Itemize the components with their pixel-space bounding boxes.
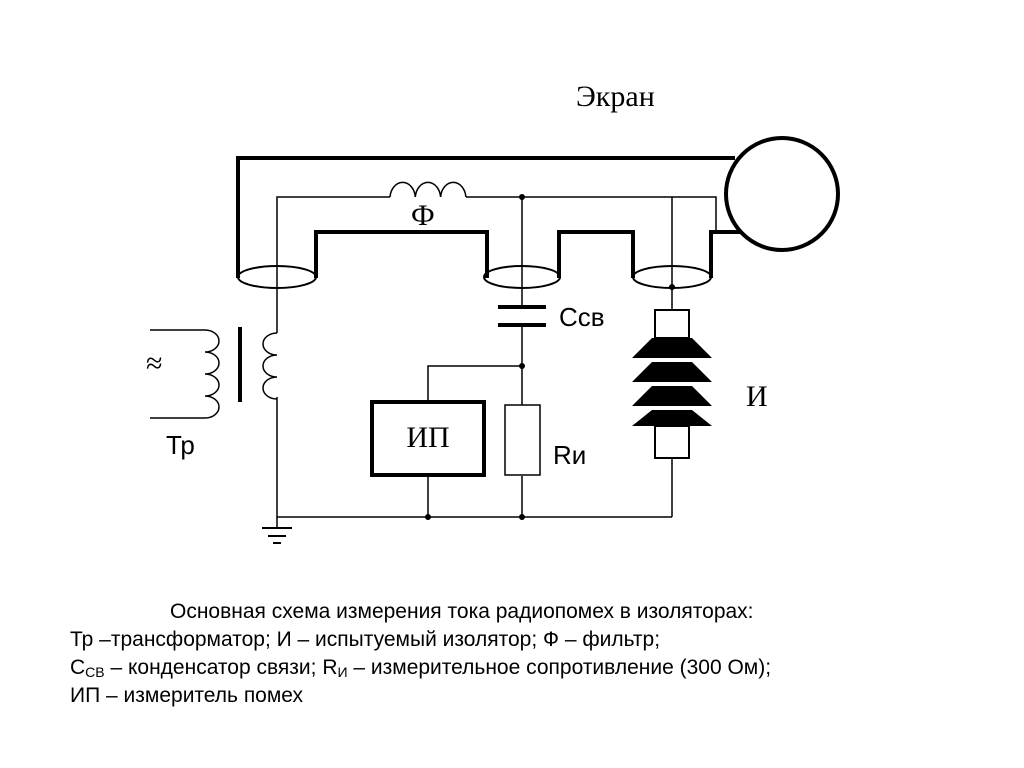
transformer <box>150 327 278 419</box>
insulator-label: И <box>746 380 768 413</box>
coupling-capacitor <box>498 305 546 327</box>
caption-line-4: ИП – измеритель помех <box>70 684 304 707</box>
screen-label: Экран <box>576 80 655 113</box>
caption-line-3: ССВ – конденсатор связи; RИ – измеритель… <box>70 656 772 680</box>
filter-inductor <box>389 181 467 198</box>
meter-box <box>370 400 486 477</box>
filter-label: Ф <box>411 199 435 232</box>
resistor-label: Rи <box>553 440 586 470</box>
screen-shield <box>236 156 740 278</box>
caption-line-2: Тр –трансформатор; И – испытуемый изолят… <box>70 628 661 651</box>
junction-dots <box>425 194 675 520</box>
resistor <box>504 404 541 476</box>
screen-circle <box>724 136 840 252</box>
meter-label: ИП <box>406 421 449 454</box>
ground-icon <box>262 527 292 544</box>
caption-title: Основная схема измерения тока радиопомех… <box>170 600 754 623</box>
inner-wiring <box>276 196 717 528</box>
transformer-label: Тр <box>166 430 195 460</box>
coupling-capacitor-label: Cсв <box>559 302 605 332</box>
insulator-under-test <box>632 309 712 459</box>
figure-caption: Основная схема измерения тока радиопомех… <box>70 598 970 710</box>
ac-source-symbol: ≈ <box>146 347 162 380</box>
